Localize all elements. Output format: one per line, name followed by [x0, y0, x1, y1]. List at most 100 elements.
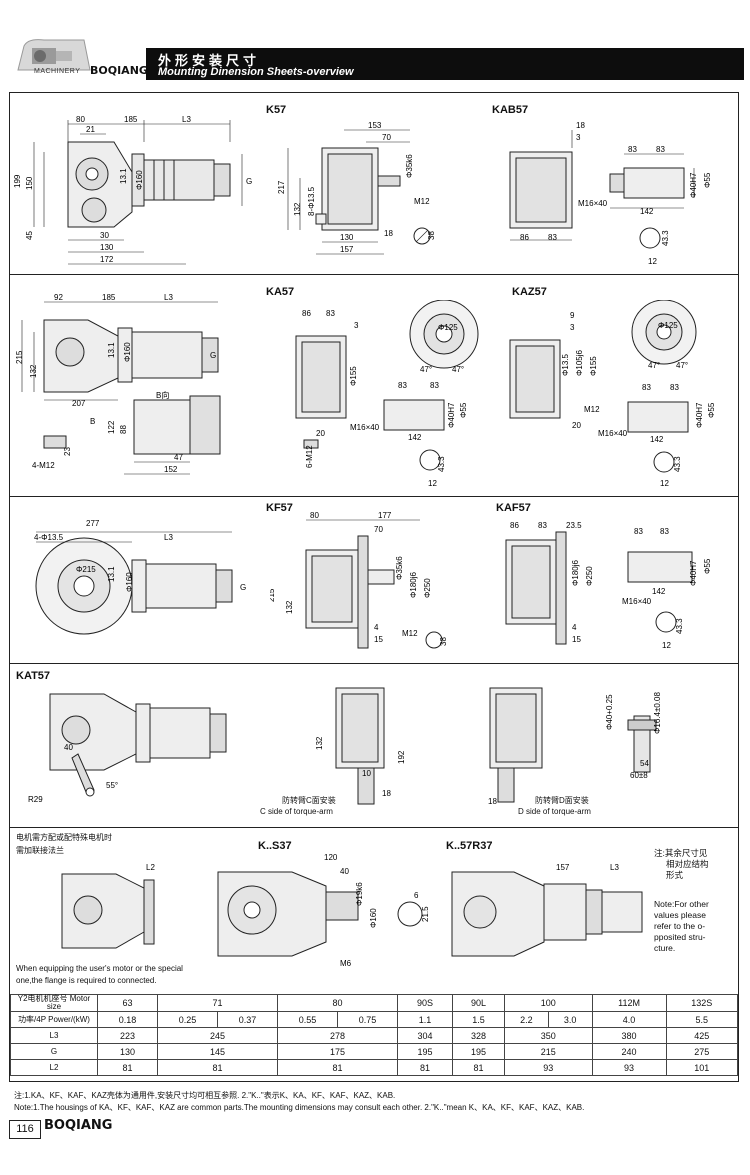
- svg-text:Φ40+0.25: Φ40+0.25: [605, 694, 614, 730]
- svg-text:Φ180j6: Φ180j6: [571, 559, 580, 586]
- svg-text:86: 86: [510, 521, 519, 530]
- row-label-l3: L3: [10, 1027, 98, 1044]
- table-cell: 63: [97, 994, 158, 1012]
- table-cell: 0.18: [97, 1011, 158, 1028]
- svg-text:152: 152: [164, 465, 178, 474]
- side-note: 注:其余尺寸见 相对应结构 形式 Note:For other values p…: [654, 848, 736, 954]
- table-cell: 0.75: [337, 1011, 398, 1028]
- svg-text:L3: L3: [610, 863, 619, 872]
- flange-drawing: L2: [61, 863, 155, 949]
- brand-machinery-text: MACHINERY: [34, 68, 81, 75]
- model-title-ks37: K..S37: [258, 840, 292, 852]
- side-c-label-cn: 防转臂C面安装: [282, 796, 336, 805]
- svg-text:142: 142: [650, 435, 664, 444]
- side-note-cn-1: 注:其余尺寸见: [654, 848, 708, 858]
- svg-text:88: 88: [119, 425, 128, 434]
- svg-text:83: 83: [548, 233, 557, 242]
- svg-text:86: 86: [520, 233, 529, 242]
- page-number: 116: [9, 1120, 41, 1139]
- side-c-label-en: C side of torque-arm: [260, 807, 333, 816]
- svg-text:47°: 47°: [676, 361, 688, 370]
- svg-text:6-M12: 6-M12: [305, 445, 314, 468]
- model-title-kat57: KAT57: [16, 670, 51, 682]
- table-cell: 425: [665, 1027, 739, 1044]
- svg-text:4: 4: [374, 623, 379, 632]
- svg-text:23: 23: [63, 447, 72, 456]
- table-cell: 145: [157, 1043, 278, 1060]
- model-title-kaf57: KAF57: [496, 502, 531, 514]
- table-cell: 278: [277, 1027, 398, 1044]
- svg-text:277: 277: [86, 519, 100, 528]
- svg-text:20: 20: [572, 421, 581, 430]
- table-row: L3 223 245 278 304 328 350 380 425: [10, 1027, 739, 1044]
- table-cell: 71: [157, 994, 278, 1012]
- table-cell: 0.37: [217, 1011, 278, 1028]
- svg-text:199: 199: [14, 174, 22, 188]
- svg-text:21.5: 21.5: [421, 906, 430, 922]
- side-note-en-4: pposited stru-: [654, 932, 706, 942]
- table-row: Y2电机机座号 Motor size 63 71 80 90S 90L 100 …: [10, 994, 739, 1012]
- table-cell: 132S: [665, 994, 739, 1012]
- svg-text:38: 38: [439, 637, 448, 646]
- svg-text:18: 18: [576, 121, 585, 130]
- svg-text:20: 20: [316, 429, 325, 438]
- table-cell: 81: [277, 1059, 398, 1076]
- table-cell: 81: [452, 1059, 505, 1076]
- svg-text:83: 83: [642, 383, 651, 392]
- svg-text:60±8: 60±8: [630, 771, 648, 780]
- svg-text:215: 215: [15, 350, 24, 364]
- model-title-kf57: KF57: [266, 502, 293, 514]
- svg-text:Φ180j6: Φ180j6: [409, 571, 418, 598]
- table-cell: 100: [504, 994, 593, 1012]
- table-cell: 275: [665, 1043, 739, 1060]
- svg-text:M6: M6: [340, 959, 352, 968]
- svg-text:15: 15: [374, 635, 383, 644]
- svg-text:54: 54: [640, 759, 649, 768]
- svg-text:157: 157: [556, 863, 570, 872]
- svg-text:83: 83: [656, 145, 665, 154]
- svg-text:80: 80: [76, 115, 85, 124]
- svg-text:83: 83: [538, 521, 547, 530]
- svg-text:Φ16.4±0.08: Φ16.4±0.08: [653, 692, 662, 734]
- table-cell: 245: [157, 1027, 278, 1044]
- svg-text:Φ250: Φ250: [423, 578, 432, 598]
- side-note-en-3: refer to the o-: [654, 921, 706, 931]
- svg-text:83: 83: [326, 309, 335, 318]
- brand-logo: [14, 36, 94, 76]
- table-cell: 240: [591, 1043, 667, 1060]
- svg-text:Φ55: Φ55: [703, 558, 712, 574]
- svg-text:Φ35k6: Φ35k6: [395, 556, 404, 580]
- table-cell: 90L: [452, 994, 505, 1012]
- svg-text:21: 21: [86, 125, 95, 134]
- table-cell: 223: [97, 1027, 158, 1044]
- table-row: G 130 145 175 195 195 215 240 275: [10, 1043, 739, 1060]
- svg-text:43.3: 43.3: [437, 456, 446, 472]
- svg-text:15: 15: [572, 635, 581, 644]
- table-cell: 3.0: [547, 1011, 593, 1028]
- page-title-cn: 外形安装尺寸: [158, 53, 261, 68]
- svg-text:13.1: 13.1: [119, 168, 128, 184]
- svg-text:120: 120: [324, 853, 338, 862]
- svg-text:M16×40: M16×40: [578, 199, 608, 208]
- svg-text:130: 130: [100, 243, 114, 252]
- svg-text:177: 177: [378, 511, 392, 520]
- svg-text:3: 3: [354, 321, 359, 330]
- svg-text:70: 70: [382, 133, 391, 142]
- svg-text:122: 122: [107, 420, 116, 434]
- svg-text:55°: 55°: [106, 781, 118, 790]
- svg-text:40: 40: [64, 743, 73, 752]
- table-cell: 195: [396, 1043, 454, 1060]
- svg-text:142: 142: [640, 207, 654, 216]
- table-cell: 350: [504, 1027, 593, 1044]
- svg-text:83: 83: [430, 381, 439, 390]
- svg-text:13.1: 13.1: [107, 342, 116, 358]
- svg-text:6: 6: [414, 891, 419, 900]
- svg-text:Φ215: Φ215: [76, 565, 96, 574]
- svg-text:4: 4: [572, 623, 577, 632]
- row-label-l2: L2: [10, 1059, 98, 1076]
- svg-text:Φ40H7: Φ40H7: [447, 402, 456, 428]
- svg-text:Φ13.5: Φ13.5: [561, 353, 570, 376]
